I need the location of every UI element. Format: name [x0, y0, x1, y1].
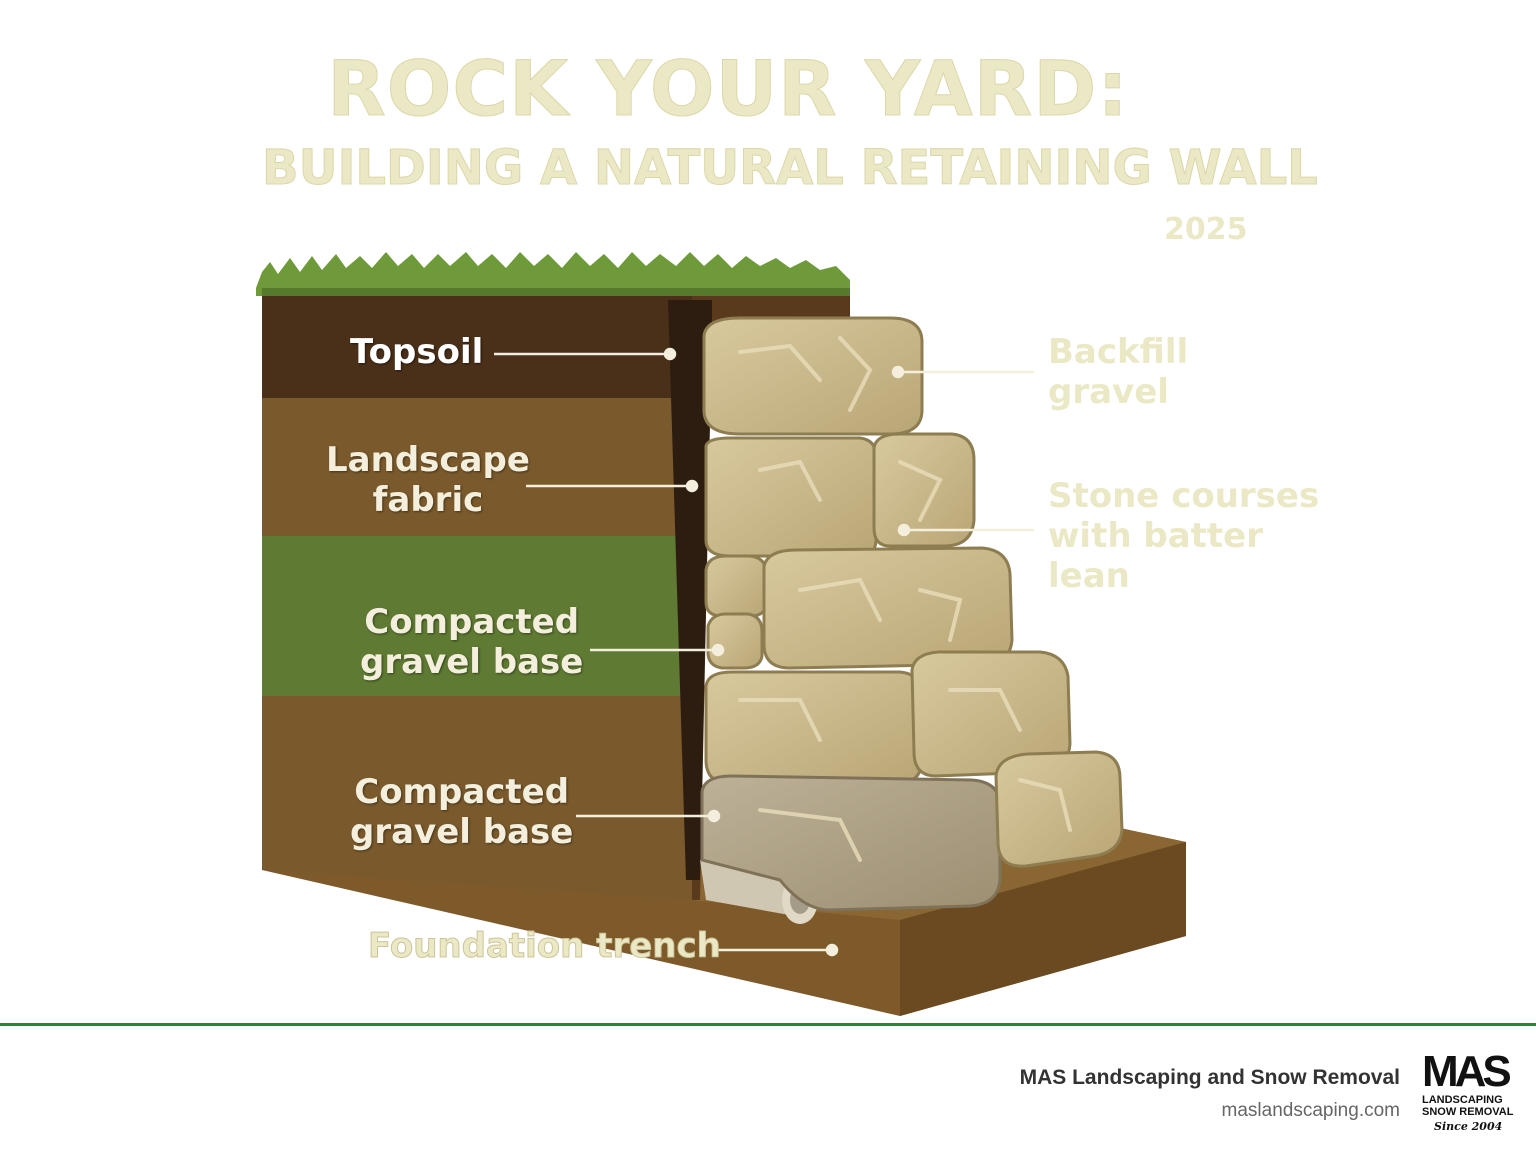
logo-subtitle: LANDSCAPING SNOW REMOVAL: [1422, 1094, 1514, 1118]
subtitle: BUILDING A NATURAL RETAINING WALL: [262, 140, 1319, 197]
company-logo: MAS LANDSCAPING SNOW REMOVAL Since 2004: [1422, 1050, 1534, 1134]
grass-strip: [256, 252, 850, 296]
main-title: ROCK YOUR YARD:: [327, 44, 1129, 134]
logo-mark: MAS: [1422, 1047, 1512, 1096]
foundation-trench-label: Foundation trench: [368, 926, 722, 967]
landscape-fabric-label: Landscape fabric: [326, 440, 530, 520]
retaining-wall-diagram: [256, 252, 1186, 1016]
topsoil-layer: [262, 288, 692, 400]
company-name: MAS Landscaping and Snow Removal: [1019, 1066, 1400, 1089]
website-link[interactable]: maslandscaping.com: [1221, 1100, 1400, 1121]
logo-since: Since 2004: [1434, 1120, 1503, 1133]
stone-courses-label: Stone courses with batter lean: [1048, 476, 1320, 596]
gravel-base-upper-layer: [262, 536, 692, 698]
year-label: 2025: [1164, 212, 1248, 247]
stone-courses: [700, 316, 1124, 912]
gravel-base-lower-layer: [262, 696, 692, 900]
fabric-soil-layer: [262, 398, 692, 538]
gravel-base-upper-label: Compacted gravel base: [360, 602, 584, 682]
topsoil-label: Topsoil: [350, 332, 484, 372]
backfill-gravel-label: Backfill gravel: [1048, 332, 1189, 412]
footer-divider: [0, 1023, 1536, 1026]
gravel-base-lower-label: Compacted gravel base: [350, 772, 574, 852]
landscape-fabric-line: [668, 300, 712, 880]
leader-lines: [494, 347, 1034, 957]
soil-layers: [262, 288, 850, 900]
